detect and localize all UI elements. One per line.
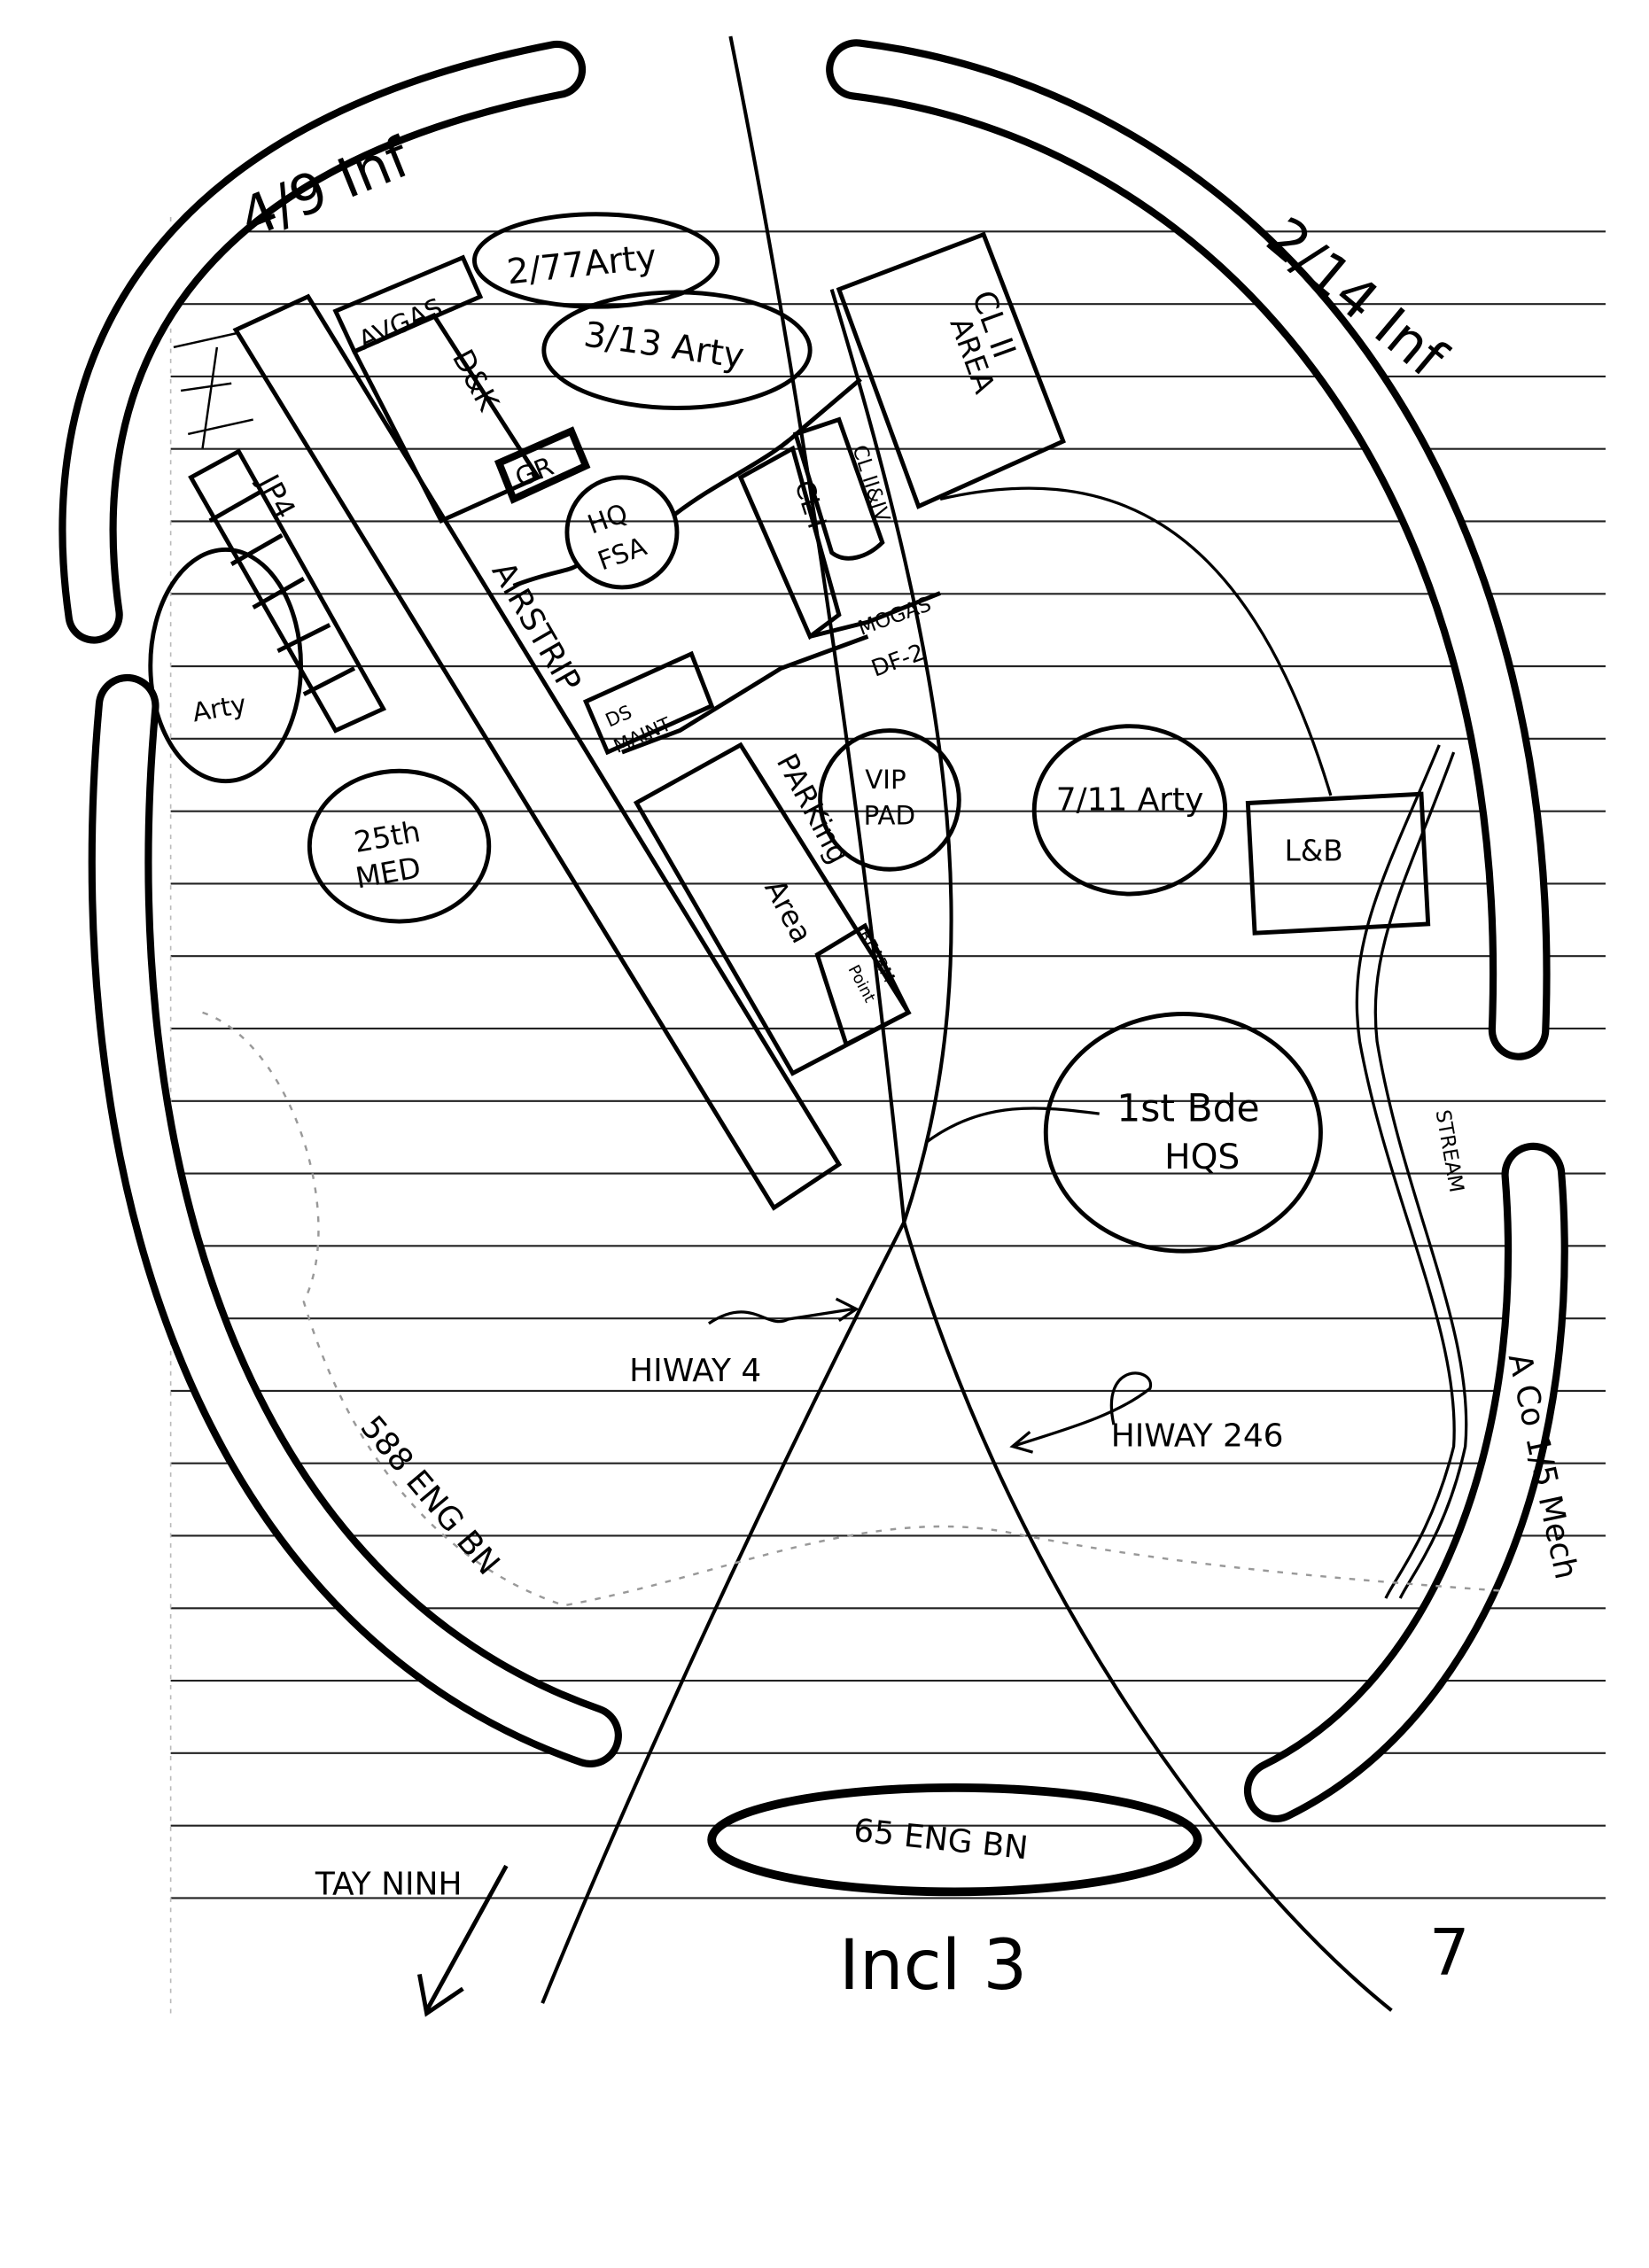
label-stream: STREAM — [1431, 1108, 1468, 1194]
airstrip — [232, 293, 843, 1211]
label-7-11-arty: 7/11 Arty — [1056, 781, 1204, 818]
arty-3-13 — [541, 290, 813, 410]
label-lb: L&B — [1285, 834, 1343, 867]
label-hqs: HQS — [1164, 1138, 1240, 1177]
vip-pad — [818, 728, 961, 872]
label-inclosure: Incl 3 — [839, 1925, 1027, 2006]
arty-west — [148, 548, 303, 784]
rearm-point-box — [814, 922, 912, 1048]
label-hiway-4: HIWAY 4 — [629, 1353, 761, 1389]
highway-246 — [728, 35, 1393, 2012]
cl-ii-area-box — [836, 231, 1066, 509]
label-588-eng-bn: 588 ENG BN — [354, 1410, 507, 1582]
bde-hqs — [1043, 1012, 1323, 1254]
facilities — [148, 212, 1505, 2017]
dck-box — [351, 312, 541, 524]
ds-maint-box — [582, 650, 715, 756]
label-ds: DS — [603, 701, 635, 732]
label-2-77-arty: 2/77Arty — [505, 237, 658, 292]
label-arty: Arty — [190, 688, 248, 727]
label-jp4: JP4 — [251, 468, 302, 524]
gr-box — [494, 426, 591, 504]
hq-fsa — [564, 475, 680, 590]
roads — [541, 35, 1393, 2012]
label-hiway-246: HIWAY 246 — [1111, 1418, 1284, 1455]
cl-i-box — [737, 445, 842, 641]
label-cl-i: CL I — [789, 477, 832, 532]
cl-ii-iv-box — [792, 416, 885, 561]
label-vip: VIP — [865, 765, 906, 795]
arty-2-77 — [471, 212, 720, 309]
jp4-ladder — [173, 331, 387, 734]
label-area-parking: Area — [758, 874, 819, 949]
stream — [1355, 744, 1468, 1599]
avgas-box — [332, 254, 484, 355]
lb-box — [1245, 791, 1431, 936]
label-3-13-arty: 3/13 Arty — [581, 315, 746, 377]
label-mogas: MOGAS — [855, 593, 934, 641]
label-hq: HQ — [584, 498, 632, 540]
label-tay-ninh: TAY NINH — [315, 1867, 463, 1903]
arrow-tay-ninh — [417, 1864, 509, 2017]
arrow-hiway246 — [1009, 1371, 1153, 1454]
label-dck: D&K — [446, 344, 506, 417]
perimeter-bands — [58, 39, 1568, 1897]
page-number: 7 — [1429, 1915, 1470, 1989]
label-65-eng-bn: 65 ENG BN — [852, 1813, 1030, 1867]
label-fsa: FSA — [594, 531, 650, 576]
arrow-hiway4 — [707, 1297, 860, 1325]
highway-4 — [541, 289, 953, 2004]
label-avgas: AVGAS — [354, 292, 447, 356]
label-1st-bde: 1st Bde — [1116, 1087, 1259, 1130]
label-pad: PAD — [864, 801, 916, 831]
med-25 — [307, 768, 492, 924]
label-df2: DF-2 — [868, 640, 929, 683]
arty-7-11 — [1031, 724, 1228, 897]
